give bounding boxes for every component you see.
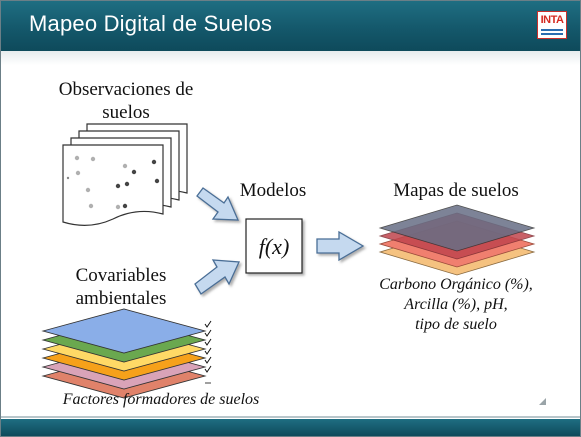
covariables-label-line2: ambientales [75,288,167,309]
checkmark-icons [204,320,212,384]
checkmark-icon [204,347,212,355]
slide-corner-icon [539,398,546,405]
footer-divider [1,416,580,418]
maps-label: Mapas de suelos [393,180,519,201]
covariate-layer-stack [41,308,207,399]
arrow-observations-to-model [196,187,240,221]
maps-caption-line1: Carbono Orgánico (%), [379,276,533,293]
sheet [62,144,164,226]
maps-caption-line2: Arcilla (%), pH, [404,296,508,313]
checkmark-icon [204,365,212,373]
slide-header: Mapeo Digital de Suelos INTA [1,1,580,51]
observations-label-line2: suelos [102,102,150,123]
observation-points [66,155,160,210]
function-label: f(x) [258,234,290,259]
checkmark-icon [204,320,212,328]
slide-footer [1,419,580,436]
model-box [245,218,303,274]
observation-sheets [62,123,188,226]
diagram-graphics [41,123,546,405]
checkmark-icon [204,356,212,364]
maps-caption-line3: tipo de suelo [415,316,497,333]
logo-text: INTA [540,14,564,26]
slide-title: Mapeo Digital de Suelos [29,11,273,36]
checkmark-icon [204,329,212,337]
arrow-model-to-maps [316,230,365,262]
inta-logo: INTA [537,11,567,39]
models-label: Modelos [239,180,307,201]
logo-stripe [541,33,563,35]
factors-caption: Factores formadores de suelos [62,391,260,408]
header-divider [1,51,580,65]
map-layer [378,204,536,252]
covariables-label-line1: Covariables [75,265,167,286]
soil-map-stack [378,204,536,276]
observations-label-line1: Observaciones de [58,79,194,100]
covariate-layer [41,308,207,354]
logo-stripe [541,29,563,31]
checkmark-icon [204,338,212,346]
arrow-covariables-to-model [194,259,240,295]
